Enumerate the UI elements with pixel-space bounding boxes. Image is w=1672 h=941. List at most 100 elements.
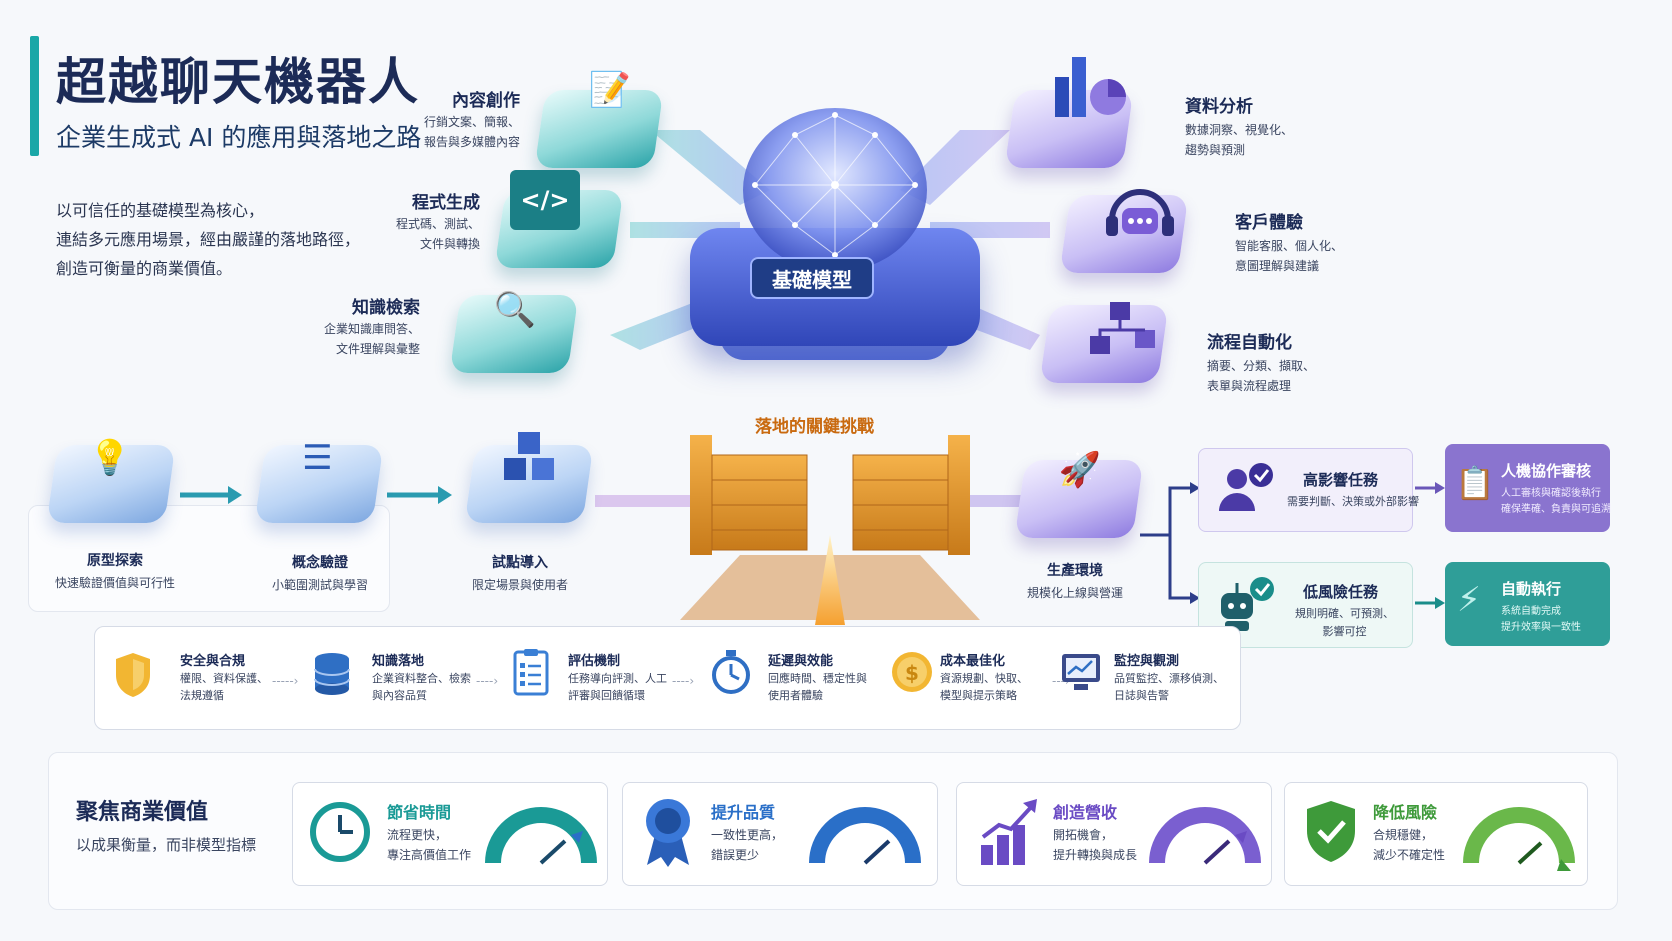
challenges-panel	[94, 626, 1241, 730]
magnifier-icon: 🔍	[493, 290, 537, 330]
app-label-knowledge: 知識檢索	[352, 298, 420, 318]
task-desc-line: 影響可控	[1322, 625, 1367, 638]
branch-low-arrow	[1190, 592, 1200, 604]
ribbon-medal-icon	[646, 799, 690, 867]
app-desc-line: 企業知識庫問答、	[323, 322, 420, 336]
bar-pie-chart-icon	[1055, 57, 1126, 117]
dotted-arrow-icon: ----›	[672, 674, 695, 688]
app-desc-automation: 摘要、分類、擷取、 表單與流程處理	[1207, 356, 1315, 396]
challenge-item-title: 知識落地	[372, 654, 425, 669]
arrow-head	[1435, 482, 1445, 494]
app-desc-line: 程式碼、測試、	[395, 217, 480, 231]
challenge-desc-line: 與內容品質	[372, 689, 427, 702]
value-item-title: 節省時間	[387, 803, 452, 822]
clipboard-icon: 📋	[1455, 464, 1495, 502]
journey-desc: 小範圍測試與學習	[271, 578, 368, 592]
arrow-head	[438, 486, 452, 504]
checklist-icon	[512, 648, 550, 700]
app-desc-line: 行銷文案、簡報、	[423, 115, 520, 129]
challenge-desc-line: 日誌與告警	[1114, 689, 1169, 702]
gauge-down-icon	[1463, 807, 1575, 871]
value-item-desc: 一致性更高， 錯誤更少	[711, 825, 783, 865]
journey-desc: 快速驗證價值與可行性	[54, 576, 175, 590]
outcome-title: 自動執行	[1501, 580, 1562, 598]
task-desc: 需要判斷、決策或外部影響	[1287, 495, 1419, 508]
document-pen-icon: 📝	[588, 70, 632, 110]
value-title: 聚焦商業價值	[76, 799, 209, 825]
task-title: 高影響任務	[1303, 471, 1379, 489]
title-accent-bar	[30, 36, 39, 156]
task-desc-line: 規則明確、可預測、	[1295, 607, 1394, 620]
app-label-content: 內容創作	[452, 91, 520, 111]
challenge-item-title: 監控與觀測	[1114, 654, 1180, 669]
page-title: 超越聊天機器人	[56, 52, 420, 111]
core-model-label: 基礎模型	[750, 257, 874, 299]
growth-bars-icon	[981, 799, 1037, 865]
challenge-desc-line: 模型與提示策略	[940, 689, 1017, 702]
value-card-risk: 降低風險 合規穩健， 減少不確定性	[1284, 782, 1588, 886]
task-title: 低風險任務	[1303, 583, 1379, 601]
branch-low	[1168, 535, 1190, 600]
arrow-head	[1435, 597, 1445, 609]
clock-icon	[310, 802, 370, 862]
page-subtitle: 企業生成式 AI 的應用與落地之路	[56, 123, 422, 152]
value-item-title: 提升品質	[711, 803, 776, 822]
value-desc-line: 減少不確定性	[1373, 848, 1446, 862]
value-desc-line: 錯誤更少	[711, 848, 760, 862]
database-icon	[312, 651, 352, 701]
shield-check-icon	[1307, 801, 1355, 862]
task-high-impact[interactable]: 高影響任務 需要判斷、決策或外部影響	[1198, 448, 1419, 532]
workflow-cubes-icon	[1090, 302, 1155, 354]
task-desc: 規則明確、可預測、 影響可控	[1295, 605, 1394, 641]
value-item-desc: 流程更快， 專注高價值工作	[387, 825, 471, 865]
robot-check-icon	[1221, 577, 1274, 631]
lightning-icon: ⚡	[1457, 580, 1481, 620]
value-item-title: 降低風險	[1373, 803, 1438, 822]
branch-high	[1140, 486, 1190, 537]
value-item-title: 創造營收	[1053, 803, 1118, 822]
outcome-desc-line: 確保準確、負責與可追溯	[1501, 504, 1611, 515]
challenge-item-desc: 回應時間、穩定性與 使用者體驗	[768, 670, 867, 704]
app-desc-cx: 智能客服、個人化、 意圖理解與建議	[1235, 236, 1343, 276]
app-desc-line: 趨勢與預測	[1185, 143, 1246, 157]
challenge-item-title: 評估機制	[568, 654, 621, 669]
outcome-human-review[interactable]: 📋 人機協作審核 人工審核與確認後執行 確保準確、負責與可追溯	[1445, 444, 1611, 532]
challenge-desc-line: 品質監控、漂移偵測、	[1114, 672, 1224, 685]
svg-text:$: $	[905, 661, 919, 685]
app-desc-line: 文件與轉換	[419, 237, 480, 251]
rocket-icon: 🚀	[1058, 450, 1102, 490]
intro-line: 以可信任的基礎模型為核心，	[56, 201, 265, 220]
challenge-item-desc: 資源規劃、快取、 模型與提示策略	[940, 670, 1028, 704]
app-label-code: 程式生成	[412, 193, 480, 213]
value-desc-line: 專注高價值工作	[387, 848, 472, 862]
dotted-arrow-icon: -----›	[272, 674, 299, 688]
value-item-desc: 開拓機會， 提升轉換與成長	[1053, 825, 1137, 865]
gate-chasm-icon	[680, 435, 980, 625]
app-desc-content: 行銷文案、簡報、 報告與多媒體內容	[380, 112, 520, 152]
challenge-title: 落地的關鍵挑戰	[755, 417, 874, 437]
app-desc-line: 智能客服、個人化、	[1235, 239, 1344, 253]
challenge-desc-line: 法規遵循	[180, 689, 224, 702]
app-desc-line: 意圖理解與建議	[1235, 259, 1320, 273]
challenge-item-title: 延遲與效能	[768, 654, 834, 669]
app-desc-line: 文件理解與彙整	[335, 342, 420, 356]
challenge-item-title: 成本最佳化	[940, 654, 1006, 669]
app-desc-knowledge: 企業知識庫問答、 文件理解與彙整	[280, 319, 420, 359]
challenge-item-desc: 任務導向評測、人工 評審與回饋循環	[568, 670, 667, 704]
outcome-auto-execute[interactable]: ⚡ 自動執行 系統自動完成 提升效率與一致性	[1445, 562, 1610, 646]
challenge-desc-line: 回應時間、穩定性與	[768, 672, 867, 685]
journey-band-left	[595, 495, 715, 507]
task-low-risk[interactable]: 低風險任務 規則明確、可預測、 影響可控	[1198, 562, 1413, 648]
challenge-desc-line: 使用者體驗	[768, 689, 823, 702]
outcome-title: 人機協作審核	[1501, 462, 1592, 480]
checklist-icon: ☰	[302, 437, 333, 478]
value-desc-line: 一致性更高，	[711, 828, 784, 842]
shield-icon	[112, 651, 154, 699]
arrow-head	[228, 486, 242, 504]
dotted-arrow-icon: ----›	[476, 674, 499, 688]
code-icon: </>	[510, 170, 580, 230]
journey-title: 試點導入	[492, 555, 548, 571]
app-label-cx: 客戶體驗	[1235, 213, 1303, 233]
value-card-time: 節省時間 流程更快， 專注高價值工作	[292, 782, 608, 886]
challenge-desc-line: 評審與回饋循環	[568, 689, 645, 702]
